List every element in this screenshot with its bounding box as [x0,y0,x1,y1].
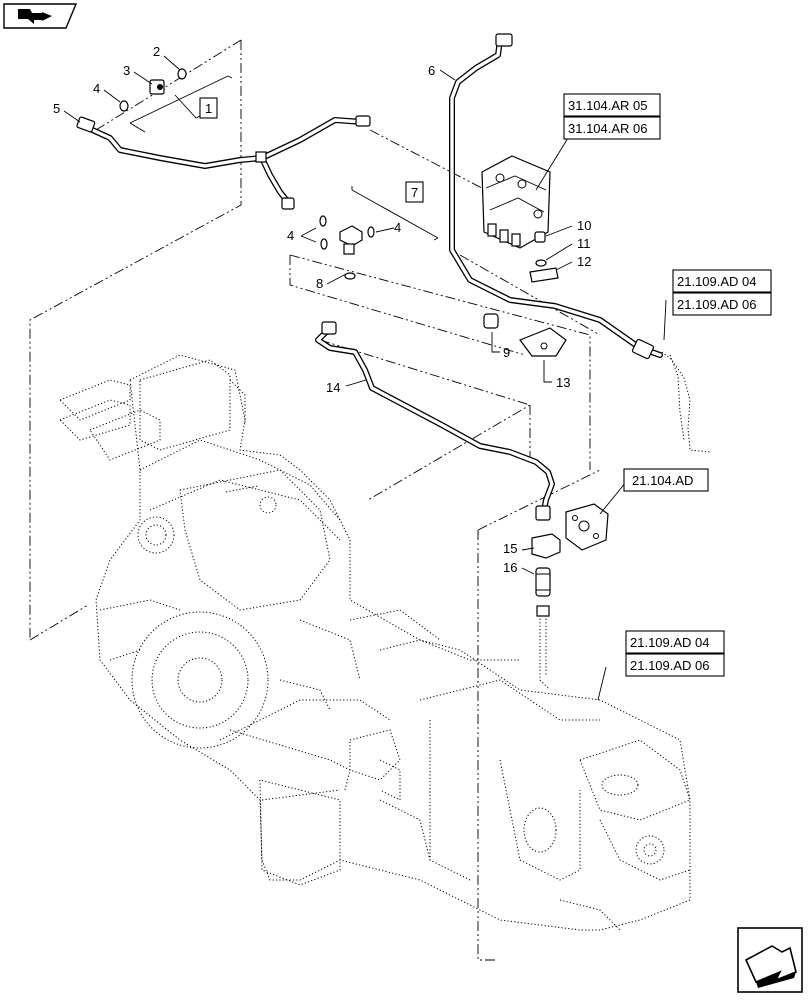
callout-6: 6 [428,63,435,78]
callout-5: 5 [53,101,60,116]
pipe-item-14 [315,321,555,521]
callout-4-right: 4 [394,220,401,235]
ref-21-109-ad-06-top[interactable]: 21.109.AD 06 [672,292,772,316]
leader-lines [63,55,667,701]
svg-text:31.104.AR 06: 31.104.AR 06 [568,121,648,136]
callout-11: 11 [577,236,591,251]
small-parts-right [483,231,567,357]
callout-4-left: 4 [287,228,294,243]
svg-text:31.104.AR 05: 31.104.AR 05 [568,98,648,113]
callout-12: 12 [577,254,591,269]
ref-21-109-ad-04-bottom[interactable]: 21.109.AD 04 [625,630,725,654]
ref-31-104-ar-05[interactable]: 31.104.AR 05 [563,93,661,117]
book-arrow-icon[interactable] [3,3,78,29]
callout-8: 8 [316,276,323,291]
callout-4: 4 [93,81,100,96]
svg-text:21.109.AD 04: 21.109.AD 04 [677,274,757,289]
transmission-housing [59,354,691,931]
upper-left-pipe [76,115,371,210]
callout-14: 14 [326,380,340,395]
pipe-item-6 [449,33,711,453]
ref-21-104-ad[interactable]: 21.104.AD [623,468,709,492]
valve-block [481,137,569,249]
callout-16: 16 [503,560,517,575]
callout-13: 13 [556,375,570,390]
callout-15: 15 [503,541,517,556]
svg-text:21.109.AD 06: 21.109.AD 06 [630,658,710,673]
boxed-label-1: 1 [199,97,218,119]
callout-10: 10 [577,218,591,233]
callout-9: 9 [503,345,510,360]
callout-2: 2 [153,44,160,59]
next-page-arrow-icon[interactable] [737,927,803,993]
ref-31-104-ar-06[interactable]: 31.104.AR 06 [563,116,661,140]
svg-text:21.104.AD: 21.104.AD [632,473,693,488]
svg-text:7: 7 [411,185,418,200]
tee-fitting [319,186,439,280]
boxed-label-7: 7 [405,181,424,203]
svg-text:21.109.AD 06: 21.109.AD 06 [677,297,757,312]
svg-text:21.109.AD 04: 21.109.AD 04 [630,635,710,650]
fittings-15-16 [531,503,609,689]
guide-lines [29,39,601,961]
callouts: 2 3 4 5 6 4 4 8 9 10 11 12 13 14 15 16 [53,44,591,575]
callout-3: 3 [123,63,130,78]
ref-21-109-ad-04-top[interactable]: 21.109.AD 04 [672,269,772,293]
svg-text:1: 1 [205,101,212,116]
ref-21-109-ad-06-bottom[interactable]: 21.109.AD 06 [625,653,725,677]
fittings-top-left [119,68,233,133]
